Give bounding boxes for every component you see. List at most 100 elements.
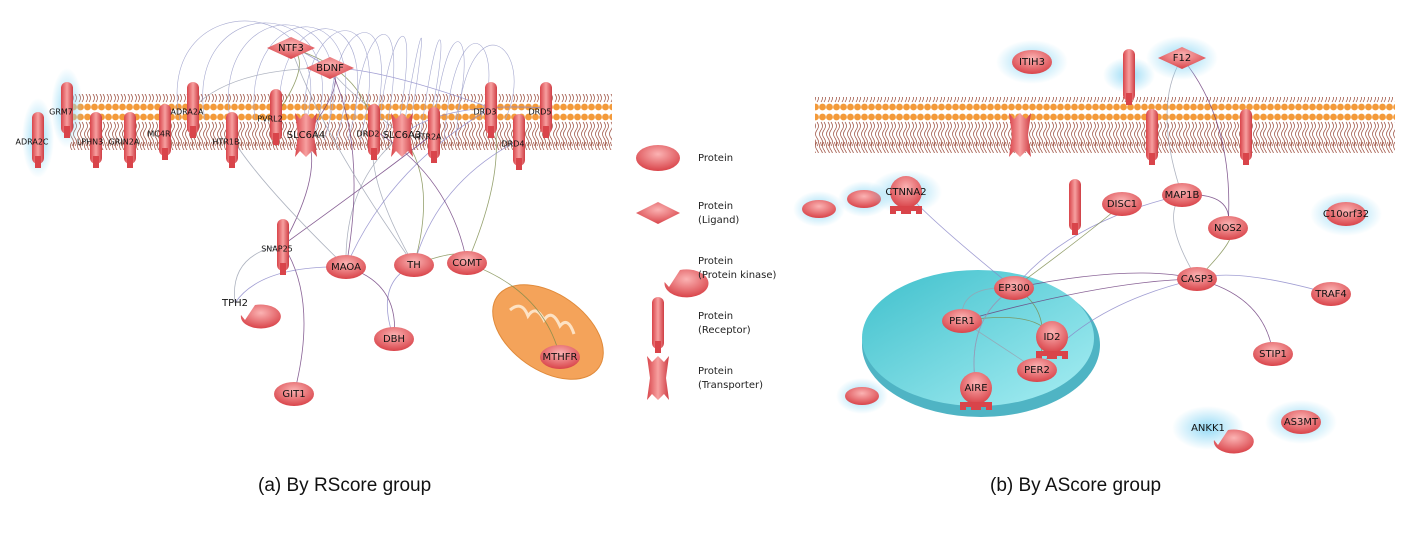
edge (1013, 194, 1183, 289)
node-tph2[interactable]: TPH2 (221, 298, 281, 329)
node-comt-label: COMT (452, 258, 482, 269)
node-snap25[interactable]: SNAP25 (261, 219, 293, 275)
node-slc6a4[interactable]: SLC6A4 (287, 113, 325, 157)
node-pvrl2-label: PVRL2 (257, 115, 282, 124)
node-bdnf-label: BDNF (316, 63, 344, 74)
node-grin2a-label: GRIN2A (109, 138, 140, 147)
node-adra2a-label: ADRA2A (171, 108, 204, 117)
edge (304, 30, 370, 141)
legend-item-ligand: Protein(Ligand) (636, 201, 739, 226)
node-itih3[interactable]: ITIH3 (996, 40, 1068, 84)
node-ctnna2[interactable]: CTNNA2 (870, 170, 942, 214)
node-adra2c[interactable]: ADRA2C (15, 98, 54, 178)
node-unlabeled[interactable] (1240, 109, 1252, 165)
edge (282, 244, 305, 395)
node-maoa-label: MAOA (331, 262, 361, 273)
legend-label: Protein (698, 366, 733, 377)
node-ep300[interactable]: EP300 (994, 276, 1034, 300)
node-maoa[interactable]: MAOA (326, 255, 366, 279)
node-dbh[interactable]: DBH (374, 327, 414, 351)
node-git1[interactable]: GIT1 (274, 382, 314, 406)
node-aire[interactable]: AIRE (960, 372, 992, 410)
mitochondrion (492, 284, 604, 380)
node-slc6a3[interactable]: SLC6A3 (383, 113, 421, 157)
node-ntf3[interactable]: NTF3 (267, 37, 315, 59)
node-traf4[interactable]: TRAF4 (1311, 282, 1351, 306)
node-nos2-label: NOS2 (1214, 223, 1242, 234)
legend-item-kinase: Protein(Protein kinase) (664, 256, 777, 298)
node-mc4r[interactable]: MC4R (147, 104, 171, 160)
node-drd5-label: DRD5 (529, 108, 552, 117)
edge (1013, 203, 1123, 289)
node-drd4[interactable]: DRD4 (502, 114, 525, 170)
node-per1[interactable]: PER1 (942, 309, 982, 333)
node-grm7-label: GRM7 (49, 108, 73, 117)
node-mthfr[interactable]: MTHFR (540, 345, 580, 369)
caption-a: (a) By RScore group (258, 475, 432, 496)
node-adra2c-label: ADRA2C (15, 138, 48, 147)
node-drd3[interactable]: DRD3 (474, 82, 497, 138)
legend-item-transporter: Protein(Transporter) (647, 356, 763, 400)
edge (345, 107, 492, 268)
node-disc1[interactable]: DISC1 (1102, 192, 1142, 216)
edge (354, 34, 395, 141)
edge (234, 244, 284, 304)
node-slc6a3-label: SLC6A3 (383, 130, 421, 141)
node-drd5[interactable]: DRD5 (529, 82, 552, 138)
node-unlabeled[interactable] (1103, 49, 1155, 105)
edge (404, 37, 422, 141)
node-comt[interactable]: COMT (447, 251, 487, 275)
membrane-right (815, 97, 1395, 153)
node-unlabeled[interactable] (1069, 179, 1081, 235)
node-drd2-label: DRD2 (357, 130, 380, 139)
node-casp3[interactable]: CASP3 (1177, 267, 1217, 291)
unlabeled-nodes (793, 49, 1252, 414)
node-stip1[interactable]: STIP1 (1253, 342, 1293, 366)
labeled-nodes: ADRA2C GRM7 LPHN3 GRIN2A MC4R ADRA2A HTR1B PVRL… (15, 36, 1382, 454)
node-bdnf[interactable]: BDNF (306, 57, 354, 79)
legend-label: Protein (698, 256, 733, 267)
node-htr2a[interactable]: HTR2A (414, 107, 442, 163)
legend-sublabel: (Ligand) (698, 215, 739, 226)
node-th[interactable]: TH (394, 253, 434, 277)
node-per1-label: PER1 (949, 316, 975, 327)
node-grin2a[interactable]: GRIN2A (109, 112, 140, 168)
node-unlabeled[interactable] (836, 378, 888, 414)
edge (253, 26, 347, 141)
node-drd2[interactable]: DRD2 (357, 104, 380, 160)
node-slc6a4-label: SLC6A4 (287, 130, 325, 141)
node-nos2[interactable]: NOS2 (1208, 216, 1248, 240)
node-pvrl2[interactable]: PVRL2 (257, 89, 283, 145)
node-f12[interactable]: F12 (1146, 36, 1218, 80)
node-htr1b[interactable]: HTR1B (212, 112, 240, 168)
legend-label: Protein (698, 311, 733, 322)
edge (419, 39, 442, 141)
node-disc1-label: DISC1 (1107, 199, 1137, 210)
node-mthfr-label: MTHFR (543, 352, 578, 363)
edge (379, 35, 408, 141)
node-unlabeled[interactable] (1146, 109, 1158, 165)
edge (373, 129, 468, 264)
edge (329, 67, 355, 268)
legend-item-protein: Protein (636, 145, 733, 171)
node-lphn3[interactable]: LPHN3 (77, 112, 103, 168)
node-f12-label: F12 (1173, 53, 1191, 64)
node-ankk1-label: ANKK1 (1191, 423, 1225, 434)
kinase-icon (664, 269, 709, 298)
edge (401, 106, 547, 136)
node-stip1-label: STIP1 (1259, 349, 1287, 360)
node-map1b[interactable]: MAP1B (1162, 183, 1202, 207)
edge (413, 139, 520, 266)
interaction-edges (176, 20, 1332, 395)
node-adra2a[interactable]: ADRA2A (171, 82, 204, 138)
node-unlabeled[interactable] (1009, 113, 1031, 157)
node-id2[interactable]: ID2 (1036, 321, 1068, 359)
node-ankk1[interactable]: ANKK1 (1172, 406, 1254, 454)
edge (455, 44, 515, 141)
node-c10orf32[interactable]: C10orf32 (1310, 192, 1382, 236)
node-per2[interactable]: PER2 (1017, 358, 1057, 382)
node-grm7[interactable]: GRM7 (49, 68, 83, 148)
node-as3mt[interactable]: AS3MT (1265, 400, 1337, 444)
node-mc4r-label: MC4R (147, 130, 171, 139)
node-unlabeled[interactable] (793, 191, 845, 227)
